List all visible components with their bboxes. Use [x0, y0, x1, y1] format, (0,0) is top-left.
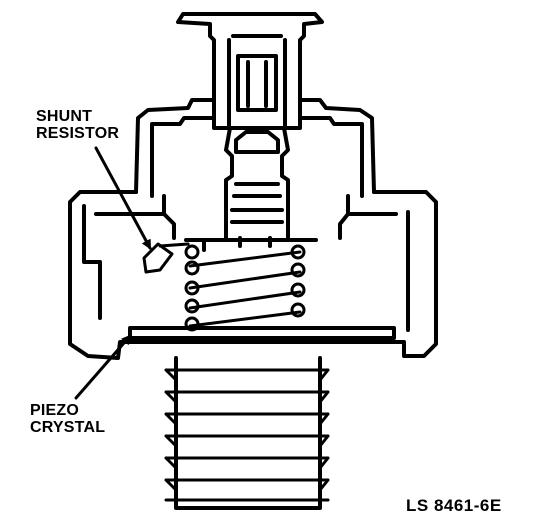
spring-ends	[184, 244, 306, 332]
upper-housing-inner	[150, 116, 364, 198]
piezo-plate	[128, 326, 396, 340]
shunt-resistor-body	[142, 242, 190, 274]
upper-housing	[134, 98, 376, 194]
connector-inner	[227, 34, 287, 130]
connector-cap	[176, 12, 324, 130]
spring-top-plate	[184, 236, 318, 252]
inner-cavity	[94, 194, 398, 240]
shunt-label-line-2: RESISTOR	[36, 125, 120, 142]
terminal-stem	[224, 126, 290, 240]
piezo-label-line-2: CRYSTAL	[30, 419, 106, 436]
housing-body	[68, 190, 438, 360]
shunt-label-line-1: SHUNT	[36, 108, 93, 125]
shunt-resistor-label: SHUNT RESISTOR	[36, 108, 119, 142]
terminal-pin	[236, 54, 278, 112]
figure-id: LS 8461-6E	[406, 496, 502, 515]
piezo-label-line-1: PIEZO	[30, 402, 80, 419]
housing-inner-wall	[82, 204, 410, 332]
thread-body	[174, 356, 322, 510]
spring-coils	[188, 250, 302, 328]
shunt-leader-arrow	[94, 146, 152, 250]
stem-top	[234, 130, 280, 154]
thread-lines	[164, 368, 330, 502]
piezo-crystal-label: PIEZO CRYSTAL	[30, 402, 105, 436]
piezo-leader-arrow	[74, 334, 132, 400]
stem-rings	[230, 182, 284, 224]
